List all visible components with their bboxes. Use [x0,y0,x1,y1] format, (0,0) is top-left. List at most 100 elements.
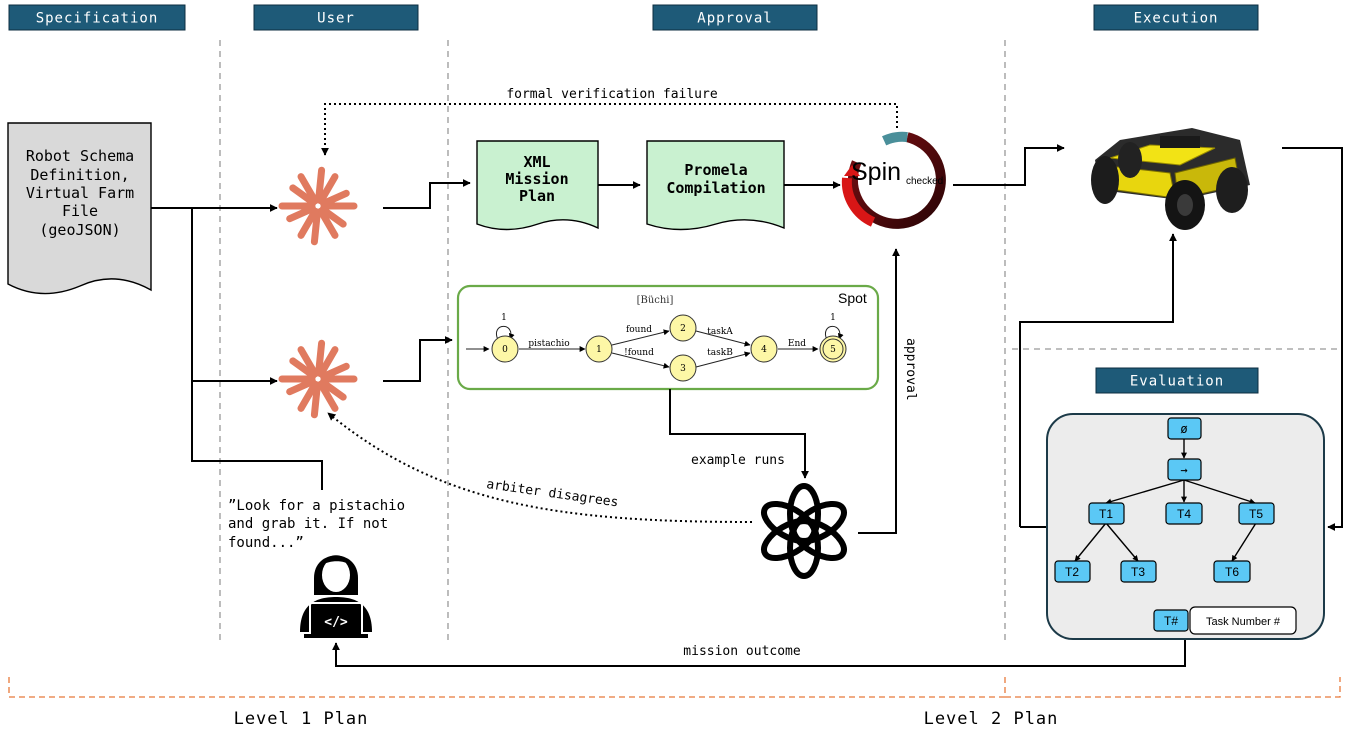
svg-text:T1: T1 [1099,507,1113,521]
svg-text:Specification: Specification [36,11,159,27]
evaluation-behavior-tree: ø → T1 T4 T5 T2 T3 T6 T# Task Number # [1046,413,1325,640]
svg-text:pistachio: pistachio [528,339,569,349]
svg-text:1: 1 [501,313,507,323]
svg-text:Robot Schema: Robot Schema [26,147,134,165]
svg-text:Definition,: Definition, [30,166,129,184]
svg-text:taskB: taskB [707,348,733,358]
user-developer-icon: </> [300,555,372,638]
svg-text:and grab it. If not: and grab it. If not [228,516,388,532]
star-ray [297,173,319,205]
logo-loop [761,500,818,545]
svg-text:File: File [62,202,98,220]
star-ray [320,362,350,380]
svg-text:[Büchi]: [Büchi] [637,295,674,306]
svg-text:found: found [626,325,652,335]
arbiter-disagrees-arrow [327,412,753,523]
svg-text:0: 0 [502,345,508,355]
svg-text:!found: !found [624,348,654,358]
star-ray [289,184,317,206]
svg-text:T5: T5 [1249,507,1263,521]
spin-checked-logo: Spin checked [841,131,946,229]
schema-document: Robot Schema Definition, Virtual Farm Fi… [7,122,152,295]
svg-text:4: 4 [761,345,767,355]
robot-vehicle-image [1091,128,1250,230]
svg-text:Task Number #: Task Number # [1206,616,1281,628]
svg-text:Plan: Plan [519,187,555,205]
robot-to-evaluation-arrow [1282,147,1343,531]
svg-text:Spin: Spin [851,158,901,186]
star-ray [319,379,347,401]
svg-text:→: → [1180,463,1187,477]
star-ray [310,208,321,246]
svg-text:Promela: Promela [684,161,747,179]
svg-text:T2: T2 [1065,565,1079,579]
header-approval: Approval [652,4,818,31]
arbiter-disagrees-label: arbiter disagrees [485,477,619,510]
star-ray [317,346,339,378]
star-ray [286,205,316,223]
svg-text:ø: ø [1180,422,1187,436]
svg-text:(geoJSON): (geoJSON) [39,221,120,239]
svg-text:Compilation: Compilation [666,179,765,197]
svg-text:”Look for a pistachio: ”Look for a pistachio [228,498,405,514]
llm-star-icon [278,166,358,246]
svg-text:found...”: found...” [228,535,304,551]
llm-star-icon [278,339,358,419]
mission-outcome-label: mission outcome [683,644,801,659]
star-ray [289,357,317,379]
svg-text:T#: T# [1164,614,1178,628]
example-runs-label: example runs [691,453,785,468]
level1-plan-label: Level 1 Plan [234,709,369,729]
svg-text:Approval: Approval [697,11,772,27]
svg-text:T6: T6 [1225,565,1239,579]
svg-text:End: End [788,339,806,349]
user-instruction-quote: ”Look for a pistachio and grab it. If no… [228,498,405,551]
star-ray [315,166,326,204]
header-execution: Execution [1093,4,1259,31]
star-ray [297,380,319,412]
svg-text:Virtual Farm: Virtual Farm [26,184,134,202]
svg-text:T4: T4 [1177,507,1191,521]
star-ray [286,378,316,396]
header-specification: Specification [8,4,186,31]
arbiter-llm-logo-icon [761,483,847,579]
star-ray [317,380,339,412]
svg-text:3: 3 [680,364,686,374]
formal-failure-arrow [321,103,898,156]
svg-text:Spot: Spot [838,290,867,306]
svg-text:5: 5 [830,345,836,355]
evaluation-to-robot-arrow [1019,233,1177,527]
svg-text:Mission: Mission [505,170,568,188]
spin-to-robot-arrow [953,144,1065,186]
star-ray [315,339,326,377]
star-ray [319,206,347,228]
svg-text:T3: T3 [1131,565,1145,579]
svg-text:1: 1 [830,313,836,323]
formal-failure-label: formal verification failure [506,87,717,102]
xml-mission-plan-document: XML Mission Plan [476,140,599,231]
promela-compilation-document: Promela Compilation [646,140,785,231]
star-ray [310,381,321,419]
star-ray [317,173,339,205]
level2-plan-label: Level 2 Plan [924,709,1059,729]
star-ray [320,189,350,207]
spot-buchi-automaton: [Büchi] Spot 0 1 2 3 4 [456,284,880,391]
level-braces [8,677,1341,698]
svg-text:</>: </> [324,615,348,630]
svg-text:taskA: taskA [707,327,733,337]
approval-label: approval [903,338,918,401]
header-evaluation: Evaluation [1095,367,1259,394]
star-to-xml-arrow [383,179,471,209]
svg-text:User: User [317,11,355,27]
star-to-spot-arrow [383,336,453,382]
svg-text:Execution: Execution [1134,11,1219,27]
svg-text:Evaluation: Evaluation [1130,374,1224,390]
mission-outcome-arrow [332,638,1186,667]
svg-text:XML: XML [523,153,550,171]
header-user: User [253,4,419,31]
schema-connectors [151,204,323,490]
svg-text:2: 2 [680,324,686,334]
svg-text:1: 1 [596,345,602,355]
spot-to-arbiter-arrow [669,389,809,479]
